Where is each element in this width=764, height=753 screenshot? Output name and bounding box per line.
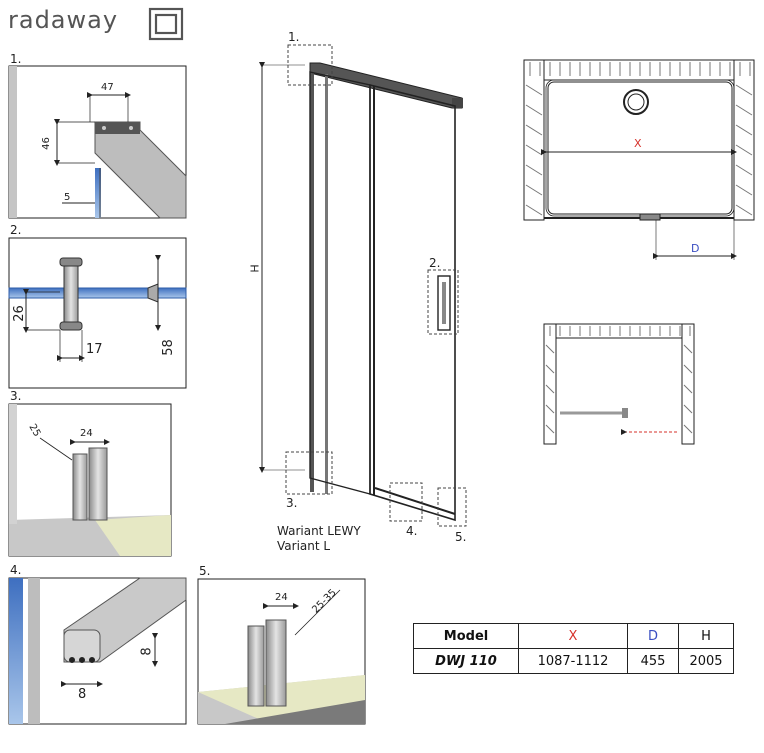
detail-5-label: 5. bbox=[199, 564, 211, 578]
variant-line-2: Variant L bbox=[277, 539, 331, 553]
main-elevation bbox=[259, 62, 463, 522]
detail-3-frame bbox=[8, 403, 172, 557]
plan-d-label: D bbox=[691, 242, 700, 255]
variant-line-1: Wariant LEWY bbox=[277, 524, 361, 538]
d2-b-dim: 17 bbox=[86, 342, 103, 357]
plan-x-label: X bbox=[634, 137, 642, 150]
detail-2-frame bbox=[8, 237, 187, 389]
d1-gap-dim: 5 bbox=[64, 192, 71, 203]
cell-h: 2005 bbox=[678, 648, 734, 674]
col-d: D bbox=[627, 623, 679, 649]
detail-4-frame bbox=[8, 577, 187, 725]
d1-height-dim: 46 bbox=[40, 137, 52, 150]
detail-3-label: 3. bbox=[10, 389, 22, 403]
callout-3: 3. bbox=[286, 496, 298, 510]
detail-5-frame bbox=[197, 578, 366, 725]
table-row: DWJ 110 1087-1112 455 2005 bbox=[413, 648, 734, 674]
callout-5: 5. bbox=[455, 530, 467, 544]
d1-width-dim: 47 bbox=[101, 82, 114, 93]
d4-a-dim: 8 bbox=[139, 647, 155, 656]
d2-c-dim: 58 bbox=[160, 339, 176, 356]
cell-d: 455 bbox=[627, 648, 679, 674]
col-model: Model bbox=[413, 623, 519, 649]
cell-model: DWJ 110 bbox=[413, 648, 519, 674]
detail-4-label: 4. bbox=[10, 563, 22, 577]
spec-table: Model X D H DWJ 110 1087-1112 455 2005 bbox=[413, 623, 734, 674]
cell-x: 1087-1112 bbox=[518, 648, 628, 674]
brand-logo: radaway bbox=[8, 6, 119, 34]
col-h: H bbox=[678, 623, 734, 649]
callout-1: 1. bbox=[288, 30, 300, 44]
callout-4: 4. bbox=[406, 524, 418, 538]
logo-mark bbox=[148, 7, 184, 41]
detail-2-label: 2. bbox=[10, 223, 22, 237]
wall-plan bbox=[543, 323, 695, 445]
callout-boxes bbox=[285, 44, 467, 527]
d3-b-dim: 24 bbox=[80, 428, 93, 439]
d5-a-dim: 24 bbox=[275, 592, 288, 603]
d2-a-dim: 26 bbox=[11, 305, 27, 322]
col-x: X bbox=[518, 623, 628, 649]
table-header-row: Model X D H bbox=[413, 623, 734, 649]
callout-2: 2. bbox=[429, 256, 441, 270]
d4-b-dim: 8 bbox=[78, 687, 87, 702]
plan-view bbox=[523, 59, 755, 260]
detail-1-label: 1. bbox=[10, 52, 22, 66]
height-label: H bbox=[248, 264, 262, 273]
detail-1-frame bbox=[8, 65, 187, 219]
